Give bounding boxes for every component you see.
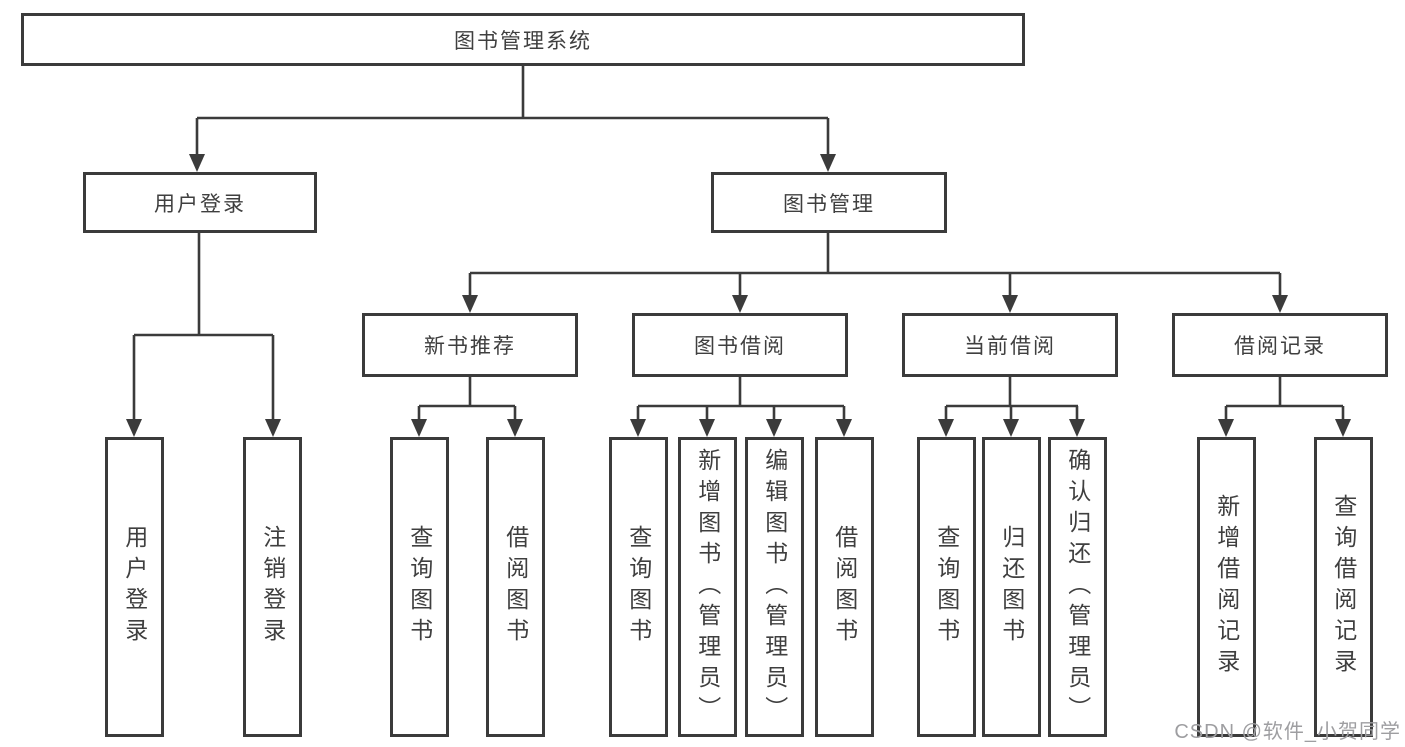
leaf-logout: 注销登录 (243, 437, 302, 737)
node-label: 当前借阅 (964, 335, 1056, 358)
arrowhead (732, 295, 748, 313)
arrowhead (699, 419, 715, 437)
node-label: 图书管理 (783, 192, 875, 216)
leaf-query-borrow-record: 查询借阅记录 (1314, 437, 1373, 737)
leaf-add-borrow-record: 新增借阅记录 (1197, 437, 1256, 737)
arrowhead (1335, 419, 1351, 437)
leaf-label: 新增图书（管理员） (694, 447, 721, 727)
arrowhead (836, 419, 852, 437)
leaf-label: 借阅图书 (502, 525, 529, 649)
arrowhead (265, 419, 281, 437)
leaf-label: 用户登录 (121, 525, 148, 649)
leaf-label: 归还图书 (998, 525, 1025, 649)
leaf-label: 编辑图书（管理员） (761, 447, 788, 727)
connector-user-login-branch (132, 233, 275, 421)
leaf-label: 查询图书 (625, 525, 652, 649)
node-system-root: 图书管理系统 (21, 13, 1025, 66)
leaf-label: 查询图书 (933, 525, 960, 649)
arrowhead (462, 295, 478, 313)
leaf-query-books-recommend: 查询图书 (390, 437, 449, 737)
node-book-borrowing: 图书借阅 (632, 313, 848, 377)
leaf-return-books: 归还图书 (982, 437, 1041, 737)
arrowhead (820, 154, 836, 172)
node-book-management: 图书管理 (711, 172, 947, 233)
node-label: 用户登录 (154, 192, 246, 216)
node-user-login: 用户登录 (83, 172, 317, 233)
leaf-query-books-borrow: 查询图书 (609, 437, 668, 737)
connector-book-management-branch (468, 233, 1282, 297)
arrowhead (1002, 295, 1018, 313)
node-new-book-recommendation: 新书推荐 (362, 313, 578, 377)
arrowhead (1272, 295, 1288, 313)
leaf-confirm-return-admin: 确认归还（管理员） (1048, 437, 1107, 737)
arrowhead (938, 419, 954, 437)
leaf-label: 新增借阅记录 (1213, 494, 1240, 680)
arrowhead (766, 419, 782, 437)
leaf-label: 注销登录 (259, 525, 286, 649)
node-label: 图书借阅 (694, 335, 786, 358)
leaf-add-books-admin: 新增图书（管理员） (678, 437, 737, 737)
leaf-edit-books-admin: 编辑图书（管理员） (745, 437, 804, 737)
arrowhead (1069, 419, 1085, 437)
node-current-borrowing: 当前借阅 (902, 313, 1118, 377)
leaf-query-books-current: 查询图书 (917, 437, 976, 737)
leaf-borrow-books-recommend: 借阅图书 (486, 437, 545, 737)
arrowhead (189, 154, 205, 172)
arrowhead (1003, 419, 1019, 437)
connector-root-to-level2 (195, 66, 830, 156)
leaf-label: 查询图书 (406, 525, 433, 649)
connector-level3-stems-rails (419, 377, 1343, 408)
node-label: 新书推荐 (424, 335, 516, 358)
arrowhead (507, 419, 523, 437)
arrowhead (411, 419, 427, 437)
leaf-borrow-books: 借阅图书 (815, 437, 874, 737)
arrowhead (126, 419, 142, 437)
arrowhead (630, 419, 646, 437)
connector-leaf-drops (417, 406, 1345, 421)
node-label: 借阅记录 (1234, 335, 1326, 358)
leaf-label: 查询借阅记录 (1330, 494, 1357, 680)
leaf-user-login: 用户登录 (105, 437, 164, 737)
leaf-label: 确认归还（管理员） (1064, 447, 1091, 727)
leaf-label: 借阅图书 (831, 525, 858, 649)
node-label: 图书管理系统 (454, 29, 592, 53)
node-borrowing-records: 借阅记录 (1172, 313, 1388, 377)
csdn-watermark: CSDN @软件_小贺同学 (1174, 721, 1401, 743)
arrowhead (1218, 419, 1234, 437)
